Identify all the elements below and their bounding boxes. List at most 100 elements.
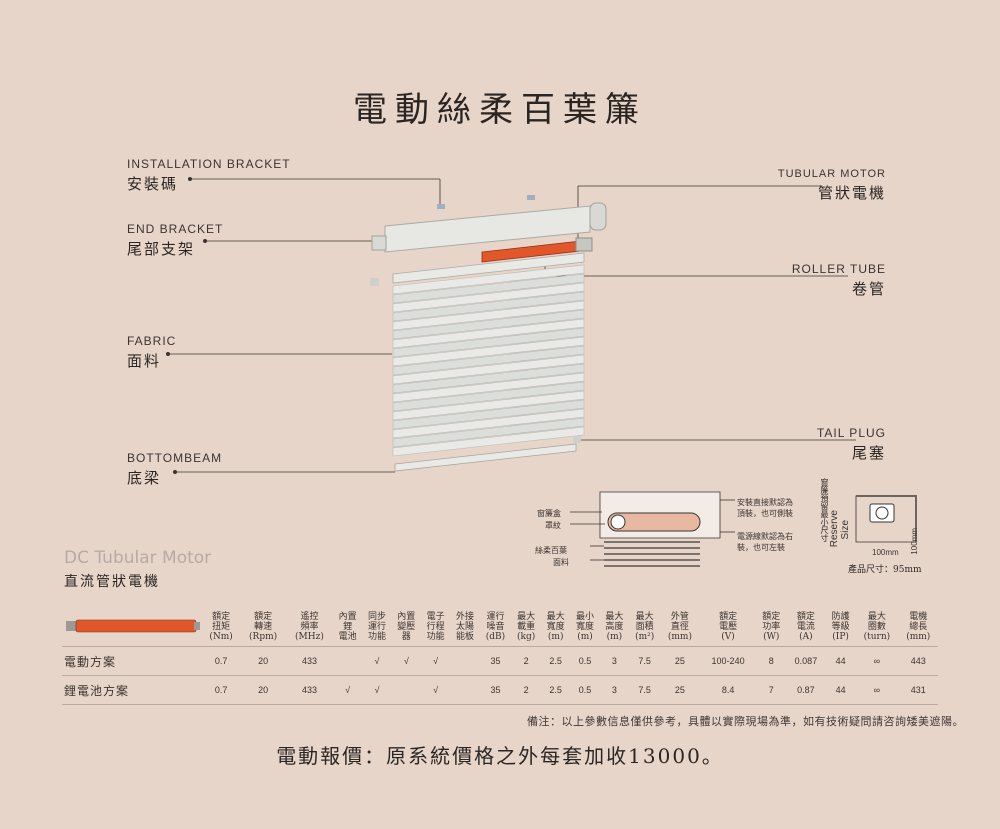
table-cell: 7.5 <box>629 646 661 676</box>
fabric-pleat <box>392 309 585 340</box>
table-cell: 44 <box>825 675 856 705</box>
column-header: 同步運行功能 <box>367 612 386 642</box>
cs-label-fabric: 面料 <box>553 558 569 567</box>
row-name: 電動方案 <box>62 646 202 676</box>
fabric-pleat <box>392 282 585 313</box>
label-fabric: FABRIC 面料 <box>127 334 177 370</box>
label-bottombeam: BOTTOMBEAM 底梁 <box>127 451 223 487</box>
column-header: 最大載重(kg) <box>517 612 536 642</box>
fabric-pleat <box>392 426 585 457</box>
fabric-pleat <box>392 390 585 421</box>
row-name: 鋰電池方案 <box>62 675 202 705</box>
fabric-pleat <box>392 372 585 403</box>
table-cell: 443 <box>898 646 938 676</box>
table-cell: √ <box>420 646 451 676</box>
fabric-pleat <box>392 417 585 448</box>
table-cell: 25 <box>660 675 700 705</box>
column-header: 額定扭矩(Nm) <box>209 612 233 642</box>
table-cell: 20 <box>240 646 286 676</box>
table-cell: 8 <box>756 646 786 676</box>
column-header: 最大圈數(turn) <box>863 612 891 642</box>
column-header: 電機總長(mm) <box>906 612 931 642</box>
table-cell: 0.7 <box>202 675 241 705</box>
cross-section-diagram <box>570 491 735 567</box>
table-cell: 7.5 <box>629 675 661 705</box>
label-installation-bracket: INSTALLATION BRACKET 安裝碼 <box>127 157 291 193</box>
label-end-bracket: END BRACKET 尾部支架 <box>127 222 224 258</box>
table-cell: ∞ <box>855 646 899 676</box>
table-cell: 0.5 <box>570 646 600 676</box>
table-cell: 35 <box>479 675 512 705</box>
column-header: 最大高度(m) <box>605 612 624 642</box>
column-header: 額定電壓(V) <box>719 612 738 642</box>
column-header: 最小寬度(m) <box>576 612 595 642</box>
reserve-size-diagram <box>855 495 917 543</box>
tail-plug-shape <box>573 436 581 443</box>
fabric-pleat <box>392 318 585 349</box>
column-header: 額定電流(A) <box>796 612 815 642</box>
installation-bracket-shape <box>437 204 445 209</box>
table-cell: 433 <box>285 675 333 705</box>
table-cell: √ <box>362 646 392 676</box>
fabric-pleat <box>392 336 585 367</box>
fabric-pleat <box>392 363 585 394</box>
dim-width: 100mm <box>872 548 899 557</box>
table-cell: 8.4 <box>699 675 757 705</box>
fabric-pleat <box>392 354 585 385</box>
column-header: 額定轉速(Rpm) <box>249 612 278 642</box>
table-cell: 2.5 <box>541 646 571 676</box>
cs-note-install: 安裝直接默認為 頂裝，也可側裝 <box>737 498 793 518</box>
table-cell: 0.7 <box>202 646 241 676</box>
fabric-shape <box>392 264 585 457</box>
table-cell: 2 <box>511 675 542 705</box>
exploded-diagram <box>166 177 856 474</box>
table-cell: 3 <box>599 646 630 676</box>
fabric-pleat <box>392 408 585 439</box>
column-header: 運行噪音(dB) <box>485 612 506 642</box>
label-roller-tube: ROLLER TUBE 卷管 <box>791 262 886 298</box>
cs-label-box: 窗簾盒 <box>537 509 561 518</box>
table-cell: 100-240 <box>699 646 757 676</box>
column-header: 最大寬度(m) <box>546 612 565 642</box>
end-bracket-shape <box>371 235 387 251</box>
table-cell: 20 <box>240 675 286 705</box>
fabric-pleat <box>392 399 585 430</box>
cs-label-cover: 罩紋 <box>545 521 561 530</box>
reserve-label: 窗簾預留最小尺寸 <box>820 478 829 542</box>
table-cell: 433 <box>285 646 333 676</box>
table-cell: 7 <box>756 675 786 705</box>
table-cell: 0.087 <box>785 646 826 676</box>
cs-label-shade: 絲柔百葉 <box>535 546 567 555</box>
column-header: 外接太陽能板 <box>455 612 474 642</box>
column-header: 遙控頻率(MHz) <box>295 612 324 642</box>
bottombeam-shape <box>394 443 577 472</box>
fabric-pleat <box>392 345 585 376</box>
table-cell: 44 <box>825 646 856 676</box>
table-cell: 25 <box>660 646 700 676</box>
column-header: 內置變壓器 <box>397 612 416 642</box>
reserve-en: Reserve <box>829 510 840 548</box>
table-cell: 0.87 <box>785 675 826 705</box>
reserve-en-2: Size <box>840 520 851 540</box>
spec-table: 額定扭矩(Nm) 額定轉速(Rpm) 遙控頻率(MHz) 內置鋰電池同步運行功能內置變… <box>62 612 938 705</box>
table-cell: 3 <box>599 675 630 705</box>
fabric-pleat <box>392 381 585 412</box>
table-cell <box>391 675 421 705</box>
table-cell: 35 <box>479 646 512 676</box>
motor-title-zh: 直流管狀電機 <box>64 574 160 590</box>
table-cell: √ <box>332 675 363 705</box>
pricing-note: 電動報價：原系統價格之外每套加收13000。 <box>276 744 724 768</box>
table-cell: 2 <box>511 646 542 676</box>
fabric-pleat <box>392 291 585 322</box>
fabric-pleat <box>392 327 585 358</box>
fabric-pleat <box>392 264 585 295</box>
dim-height: 100mm <box>910 528 919 555</box>
label-tubular-motor: TUBULAR MOTOR 管狀電機 <box>777 168 886 202</box>
motor-title-en: DC Tubular Motor <box>64 548 212 568</box>
column-header: 內置鋰電池 <box>338 612 357 642</box>
table-cell: √ <box>391 646 421 676</box>
table-cell: 2.5 <box>541 675 571 705</box>
table-cell: 431 <box>898 675 938 705</box>
